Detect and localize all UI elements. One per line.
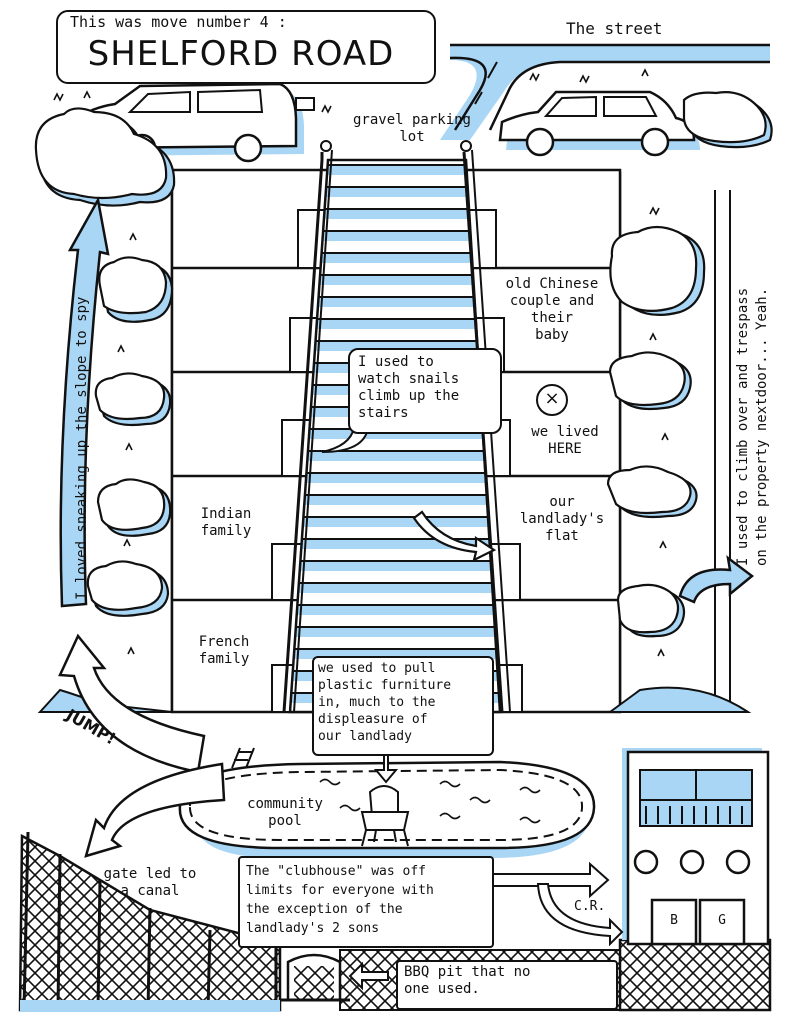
bush-icon	[616, 583, 686, 638]
indian-family-label: Indian family	[200, 506, 252, 539]
page-title: SHELFORD ROAD	[87, 34, 395, 74]
furniture-note: we used to pull plastic furniture in, mu…	[318, 661, 452, 744]
arrow-icon	[678, 555, 755, 604]
arrow-icon	[491, 861, 610, 899]
arrow-icon	[59, 196, 110, 608]
street	[440, 43, 770, 140]
snail-note: I used to watch snails climb up the stai…	[358, 354, 460, 421]
left-vertical-note: I loved sneaking up the slope to spy	[74, 296, 90, 600]
speech-tail	[321, 427, 370, 453]
left-slope	[100, 170, 174, 712]
bush-icon	[98, 256, 174, 323]
community-pool	[178, 747, 596, 858]
cr-label: C.R.	[574, 899, 606, 914]
grass	[53, 68, 669, 657]
gate-label: gate led to a canal	[103, 866, 197, 899]
arrow-icon	[536, 883, 624, 947]
lamp-post-icon	[460, 140, 472, 152]
bbq-note: BBQ pit that no one used.	[404, 964, 531, 997]
bush-icon	[96, 478, 172, 537]
bbq-note-box	[396, 960, 618, 1010]
street-label: The street	[566, 19, 663, 38]
arrow-icon	[84, 762, 226, 858]
french-family-label: French family	[198, 634, 250, 667]
car-icon	[498, 90, 700, 157]
bush-icon	[606, 465, 698, 519]
title-box	[56, 10, 436, 84]
snail-speech-bubble	[348, 348, 502, 434]
arrow-icon	[348, 961, 389, 991]
fence-icon	[18, 831, 282, 1012]
arrow-icon	[412, 510, 497, 563]
door-b-label: B	[670, 913, 678, 928]
clubhouse	[622, 748, 770, 946]
furniture-note-box	[312, 656, 494, 756]
chinese-family-label: old Chinese couple and their baby	[505, 276, 599, 343]
bush-icon	[608, 351, 692, 411]
parking-label: gravel parking lot	[352, 112, 471, 145]
clubhouse-note: The "clubhouse" was off limits for every…	[246, 864, 434, 936]
arrow-icon	[58, 633, 206, 774]
door-g-label: G	[718, 913, 726, 928]
bbq-pit-icon	[280, 953, 350, 1002]
bush-icon	[94, 372, 172, 427]
lamp-post-icon	[320, 140, 332, 152]
bush-icon	[86, 560, 170, 617]
bush-icon	[34, 107, 176, 207]
plastic-chair-icon	[360, 785, 410, 847]
home-marker-icon: ×	[536, 384, 568, 416]
title-line1: This was move number 4 :	[70, 13, 287, 31]
bush-icon	[609, 225, 706, 317]
grass	[606, 686, 752, 713]
landlady-flat-label: our landlady's flat	[519, 494, 605, 544]
pool-label: community pool	[247, 796, 323, 829]
bush-icon	[682, 91, 773, 149]
right-vertical-note: I used to climb over and trespass on the…	[735, 287, 770, 566]
clubhouse-note-box	[238, 856, 494, 948]
we-lived-here-label: we lived HERE	[531, 424, 599, 457]
